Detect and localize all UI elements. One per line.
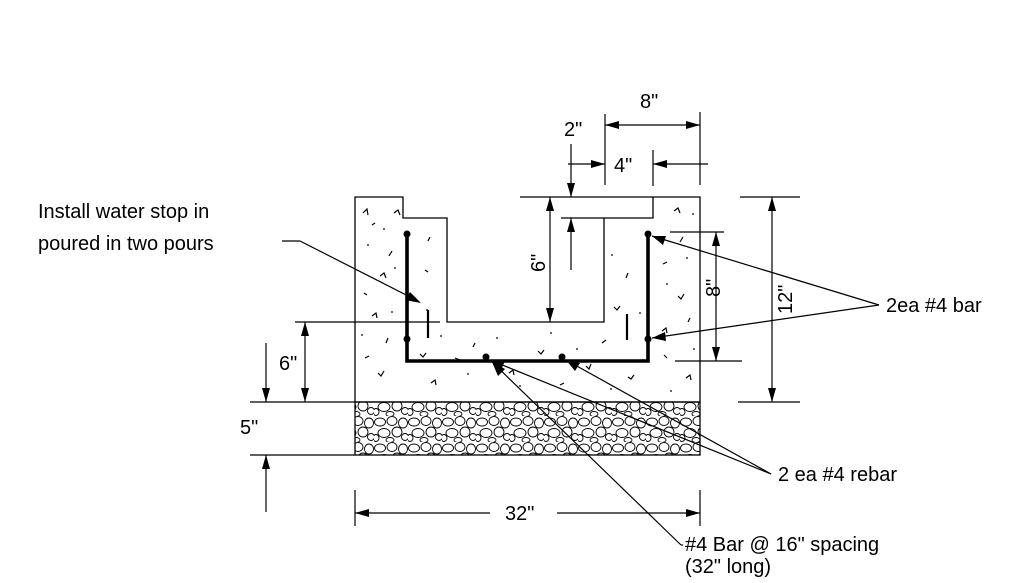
dim-label-base-height: 6" xyxy=(279,353,297,375)
dim-slot-6 xyxy=(520,196,653,322)
rebar-dot-bottom-left xyxy=(403,335,411,343)
label-bar-spacing-line2: (32" long) xyxy=(685,556,771,578)
leader-bar-spacing xyxy=(491,361,683,546)
dim-right-12 xyxy=(738,196,800,403)
rebar-dot-bottom-right xyxy=(644,335,652,343)
label-bar-spacing-line1: #4 Bar @ 16" spacing xyxy=(685,534,879,556)
dim-left-5 xyxy=(250,454,355,512)
dim-label-total-height: 12" xyxy=(775,285,797,314)
dim-right-8 xyxy=(670,231,742,362)
dim-left-6 xyxy=(250,321,440,403)
dim-label-top-total: 8" xyxy=(640,91,658,113)
concrete-curb-outline xyxy=(354,196,701,403)
dim-top-2 xyxy=(567,144,575,270)
rebar-dot-top-right xyxy=(644,230,652,238)
dim-label-inner-height: 8" xyxy=(703,279,725,297)
u-rebar xyxy=(405,232,650,363)
dim-bottom-32 xyxy=(354,490,701,526)
concrete-dots xyxy=(361,213,695,392)
dim-label-total-width: 32" xyxy=(505,503,534,525)
gravel-base xyxy=(354,401,701,456)
label-water-stop-line1: Install water stop in xyxy=(38,201,209,223)
leader-2ea-bar xyxy=(651,235,880,341)
rebar-dot-bottom-middle-2 xyxy=(558,353,566,361)
leader-water-stop xyxy=(282,240,421,303)
dim-label-slot-depth: 6" xyxy=(528,254,550,272)
label-water-stop-line2: poured in two pours xyxy=(38,233,214,255)
label-2ea-rebar: 2 ea #4 rebar xyxy=(778,464,897,486)
dim-label-gravel-depth: 5" xyxy=(240,417,258,439)
rebar-dots xyxy=(403,230,652,361)
dim-label-top-opening: 4" xyxy=(614,155,632,177)
dim-label-top-gap: 2" xyxy=(564,119,582,141)
concrete-stipple xyxy=(362,207,692,386)
rebar-dot-bottom-middle-1 xyxy=(482,353,490,361)
rebar-dot-top-left xyxy=(403,230,411,238)
dim-top-4 xyxy=(568,150,708,186)
label-2ea-bar: 2ea #4 bar xyxy=(886,295,982,317)
dim-top-8 xyxy=(604,112,701,185)
